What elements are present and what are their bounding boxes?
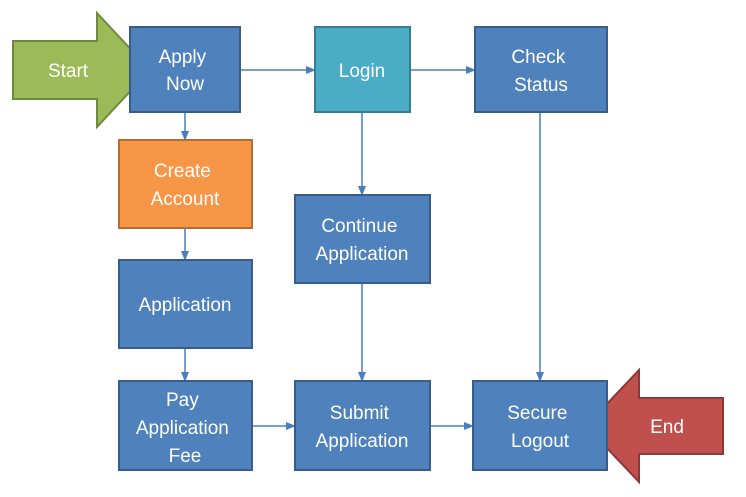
node-check-status-line-2: Status bbox=[514, 75, 568, 96]
node-application-box bbox=[118, 259, 253, 349]
node-continue-application: Continue Application bbox=[294, 194, 431, 284]
node-continue-application-box bbox=[294, 194, 431, 284]
end-label-line: End bbox=[650, 417, 684, 438]
node-create-account-label: Create Account bbox=[151, 161, 220, 210]
node-pay-fee-line-3: Fee bbox=[169, 446, 202, 467]
node-pay-fee-label: Pay Application Fee bbox=[136, 390, 234, 467]
node-secure-logout-label: Secure Logout bbox=[507, 403, 572, 452]
node-pay-fee: Pay Application Fee bbox=[118, 380, 253, 471]
node-submit-application-box bbox=[294, 380, 431, 471]
node-check-status-line-1: Check bbox=[511, 47, 565, 68]
node-check-status-box bbox=[474, 26, 608, 113]
node-apply-now-line-1: Apply bbox=[159, 47, 207, 68]
node-submit-application-label: Submit Application bbox=[316, 403, 409, 452]
node-application-line-1: Application bbox=[139, 295, 232, 316]
node-application: Application bbox=[118, 259, 253, 349]
start-arrow: Start bbox=[12, 10, 152, 130]
node-pay-fee-box bbox=[118, 380, 253, 471]
node-create-account: Create Account bbox=[118, 139, 253, 229]
node-apply-now-box bbox=[129, 26, 241, 113]
start-arrow-shape bbox=[12, 10, 152, 130]
node-apply-now-line-2: Now bbox=[166, 74, 204, 95]
node-pay-fee-line-2: Application bbox=[136, 418, 229, 439]
node-create-account-line-2: Account bbox=[151, 189, 220, 210]
node-secure-logout-line-2: Logout bbox=[511, 431, 570, 452]
node-pay-fee-line-1: Pay bbox=[166, 390, 199, 411]
node-apply-now-label: Apply Now bbox=[159, 47, 212, 95]
connectors bbox=[181, 66, 544, 430]
node-submit-application-line-2: Application bbox=[316, 431, 409, 452]
node-secure-logout-line-1: Secure bbox=[507, 403, 567, 424]
node-submit-application: Submit Application bbox=[294, 380, 431, 471]
node-create-account-line-1: Create bbox=[154, 161, 211, 182]
node-continue-application-line-1: Continue bbox=[321, 216, 397, 237]
node-check-status: Check Status bbox=[474, 26, 608, 113]
node-create-account-box bbox=[118, 139, 253, 229]
node-secure-logout: Secure Logout bbox=[472, 380, 608, 471]
node-check-status-label: Check Status bbox=[511, 47, 570, 96]
end-arrow: End bbox=[584, 367, 724, 485]
start-label: Start bbox=[48, 61, 89, 82]
node-submit-application-line-1: Submit bbox=[330, 403, 390, 424]
node-continue-application-line-2: Application bbox=[316, 244, 409, 265]
start-label-line: Start bbox=[48, 61, 89, 82]
node-apply-now: Apply Now bbox=[129, 26, 241, 113]
node-login-box bbox=[314, 26, 411, 113]
node-secure-logout-box bbox=[472, 380, 608, 471]
end-arrow-shape bbox=[584, 367, 724, 485]
node-application-label: Application bbox=[139, 295, 232, 316]
node-login-line-1: Login bbox=[339, 61, 386, 82]
node-login-label: Login bbox=[339, 61, 386, 82]
node-continue-application-label: Continue Application bbox=[316, 216, 409, 265]
node-login: Login bbox=[314, 26, 411, 113]
end-label: End bbox=[650, 417, 684, 438]
